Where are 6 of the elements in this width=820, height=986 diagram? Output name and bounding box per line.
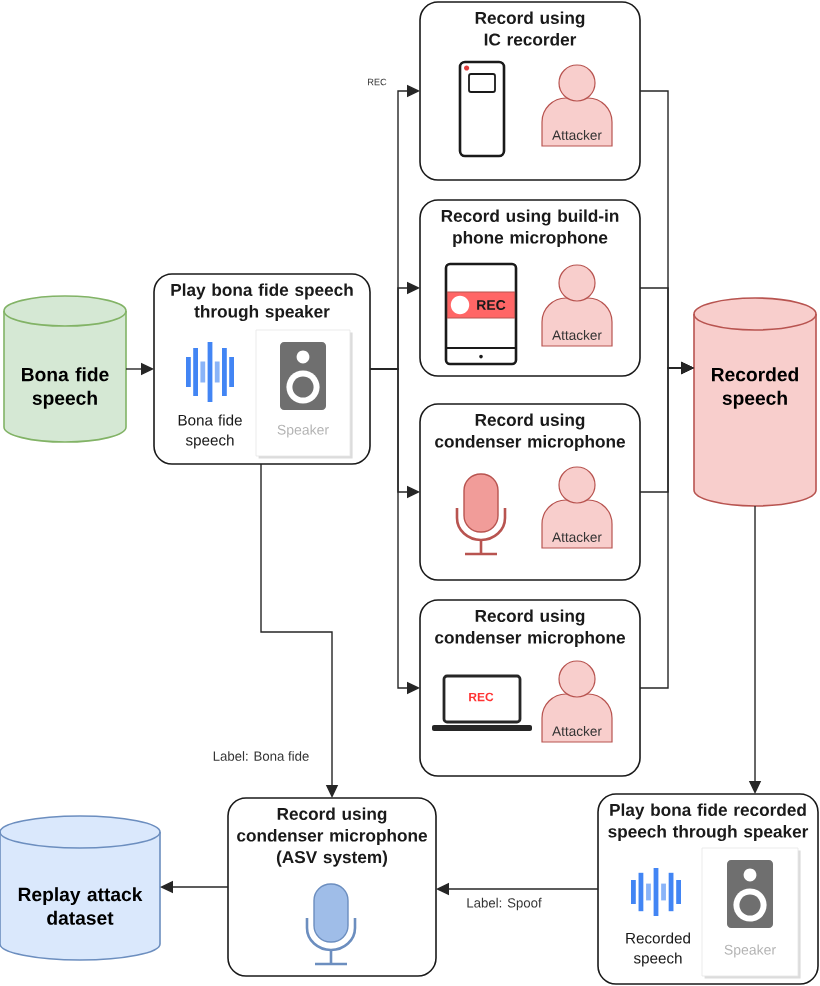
database-cylinder: Bona fide speech (3, 295, 127, 443)
process-box: Record using condenser microphone (ASV system) (227, 797, 437, 977)
arrow (260, 463, 339, 798)
database-cylinder: Recorded speech (693, 297, 817, 507)
arrow (639, 361, 694, 689)
database-cylinder: Replay attack dataset (0, 815, 161, 961)
